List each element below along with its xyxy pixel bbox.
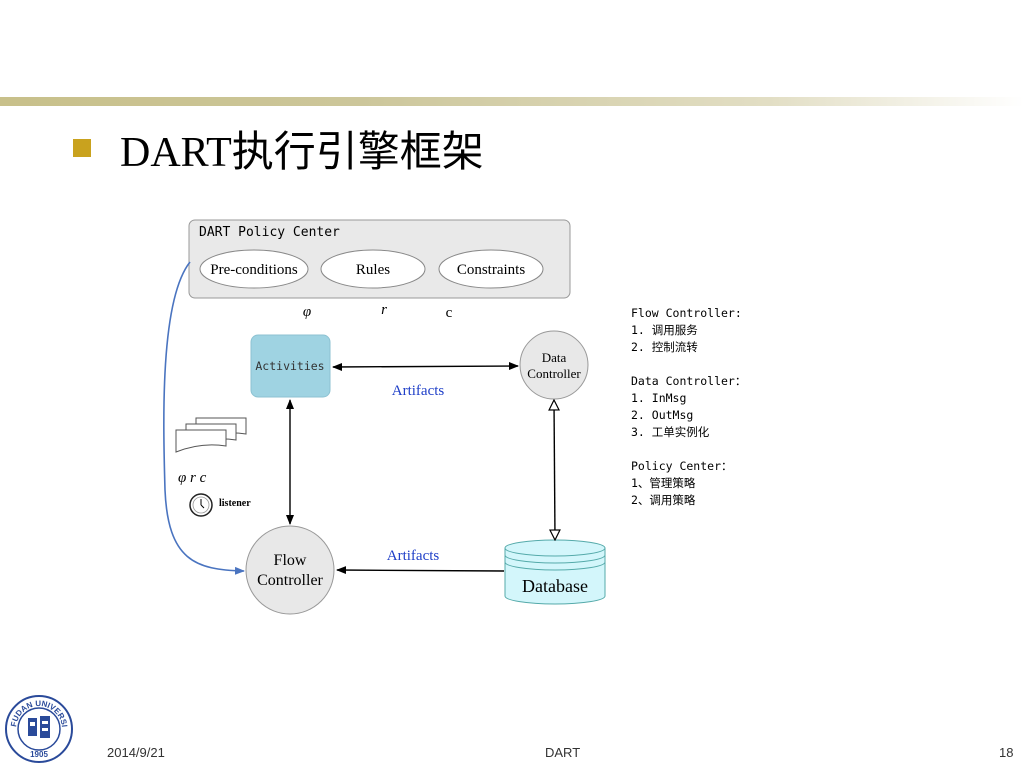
constraints-label: Constraints [457,262,525,278]
data-controller-label-2: Controller [527,366,581,381]
policy-flow-curve [163,261,245,575]
note-line: 2、调用策略 [631,493,696,507]
university-logo: FUDAN UNIVERSITY 1905 [4,694,73,763]
note-line: 2. OutMsg [631,408,694,422]
flow-controller-node [245,525,335,615]
header-accent-bar [0,97,1024,106]
activities-data-controller-edge [332,362,519,371]
activities-node [250,334,331,398]
note-line: Policy Center： [631,459,733,473]
note-line: 1、管理策略 [631,476,696,490]
preconditions-label: Pre-conditions [210,262,298,278]
artifacts-bottom-label: Artifacts [387,548,440,564]
slide-title: DART执行引擎框架 [120,130,484,176]
flow-controller-label-2: Controller [257,572,323,589]
data-controller-label-1: Data [542,350,567,365]
clock-icon [189,493,213,517]
page-number: 18 [999,745,1014,760]
notes-panel: Flow Controller: 1. 调用服务 2. 控制流转 Data Co… [631,305,746,509]
note-line: Data Controller： [631,374,747,388]
title-bullet [73,139,91,157]
flow-controller-label-1: Flow [274,552,307,569]
footer-center: DART [545,745,581,760]
note-line: 3. 工单实例化 [631,425,710,439]
data-controller-database-edge [554,401,555,539]
constraints-ellipse [438,249,544,289]
note-gap [631,356,746,373]
note-line: Flow Controller: [631,306,742,320]
side-symbols: φ r c [178,470,207,486]
database-label: Database [522,576,588,596]
data-controller-node [519,330,589,400]
note-line: 2. 控制流转 [631,340,698,354]
note-line: 1. 调用服务 [631,323,698,337]
r-symbol: r [381,302,387,318]
note-gap [631,441,746,458]
database-flow-controller-edge [336,566,505,575]
preconditions-ellipse [199,249,309,289]
activities-label: Activities [255,359,324,373]
footer-date: 2014/9/21 [107,745,165,760]
phi-symbol: φ [303,304,311,320]
svg-text:1905: 1905 [30,750,48,759]
rules-ellipse [320,249,426,289]
policy-center-title: DART Policy Center [199,225,340,240]
note-line: 1. InMsg [631,391,687,405]
artifacts-top-label: Artifacts [392,383,445,399]
rules-label: Rules [356,262,390,278]
documents-icon [175,417,247,453]
policy-center: DART Policy Center Pre-conditions Rules … [188,219,571,299]
database-node: Database [504,539,606,605]
c-symbol: c [446,305,453,321]
listener-label: listener [219,498,251,509]
